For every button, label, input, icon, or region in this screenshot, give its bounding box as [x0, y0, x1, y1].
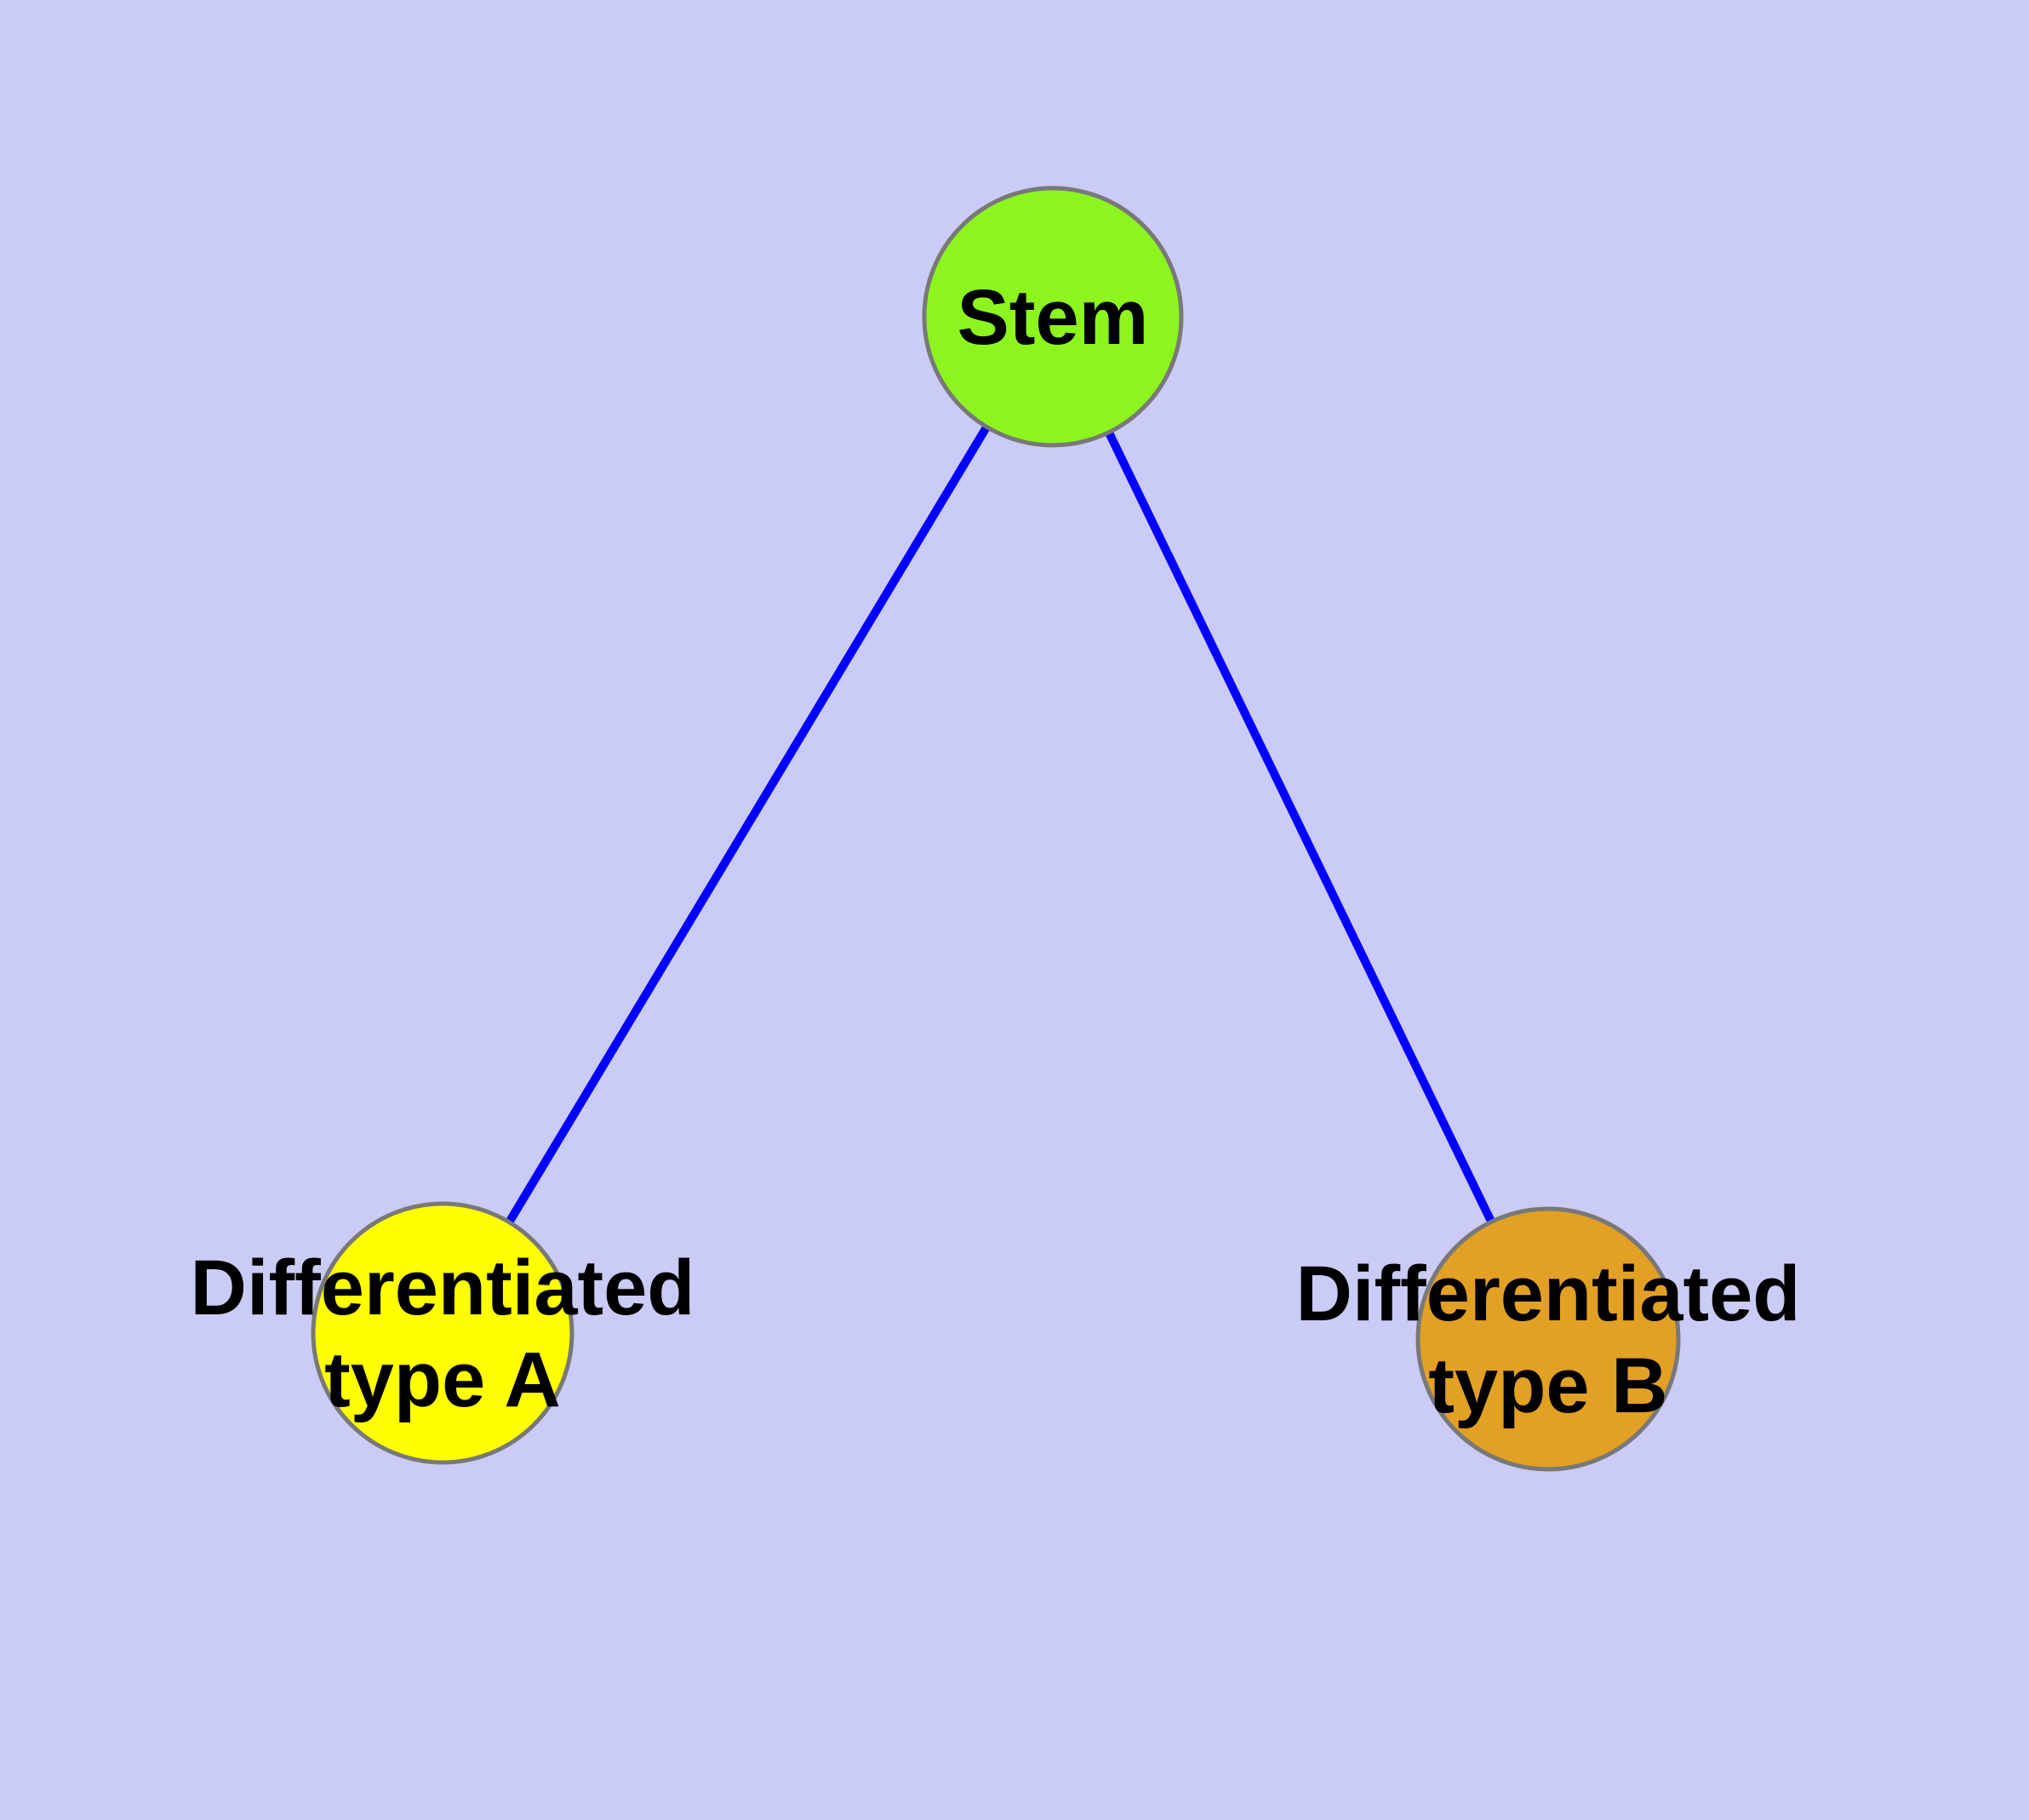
node-typeB-label-line-2: type B: [1428, 1342, 1667, 1429]
edge-stem-typeA: [438, 314, 1057, 1336]
node-stem-circle: [922, 186, 1184, 448]
node-stem: Stem: [922, 186, 1184, 448]
node-typeA-circle: [311, 1201, 574, 1465]
node-typeB-circle: [1415, 1206, 1681, 1472]
edges-layer: [438, 314, 1552, 1342]
node-typeB-label-line-1: Differentiated: [1296, 1251, 1801, 1337]
node-typeA-label-line-2: type A: [324, 1336, 561, 1423]
node-typeA-label-line-1: Differentiated: [191, 1245, 695, 1331]
node-stem-label-line-1: Stem: [957, 274, 1149, 361]
node-stem-label: Stem: [957, 274, 1149, 361]
edge-stem-typeB: [1049, 314, 1552, 1342]
